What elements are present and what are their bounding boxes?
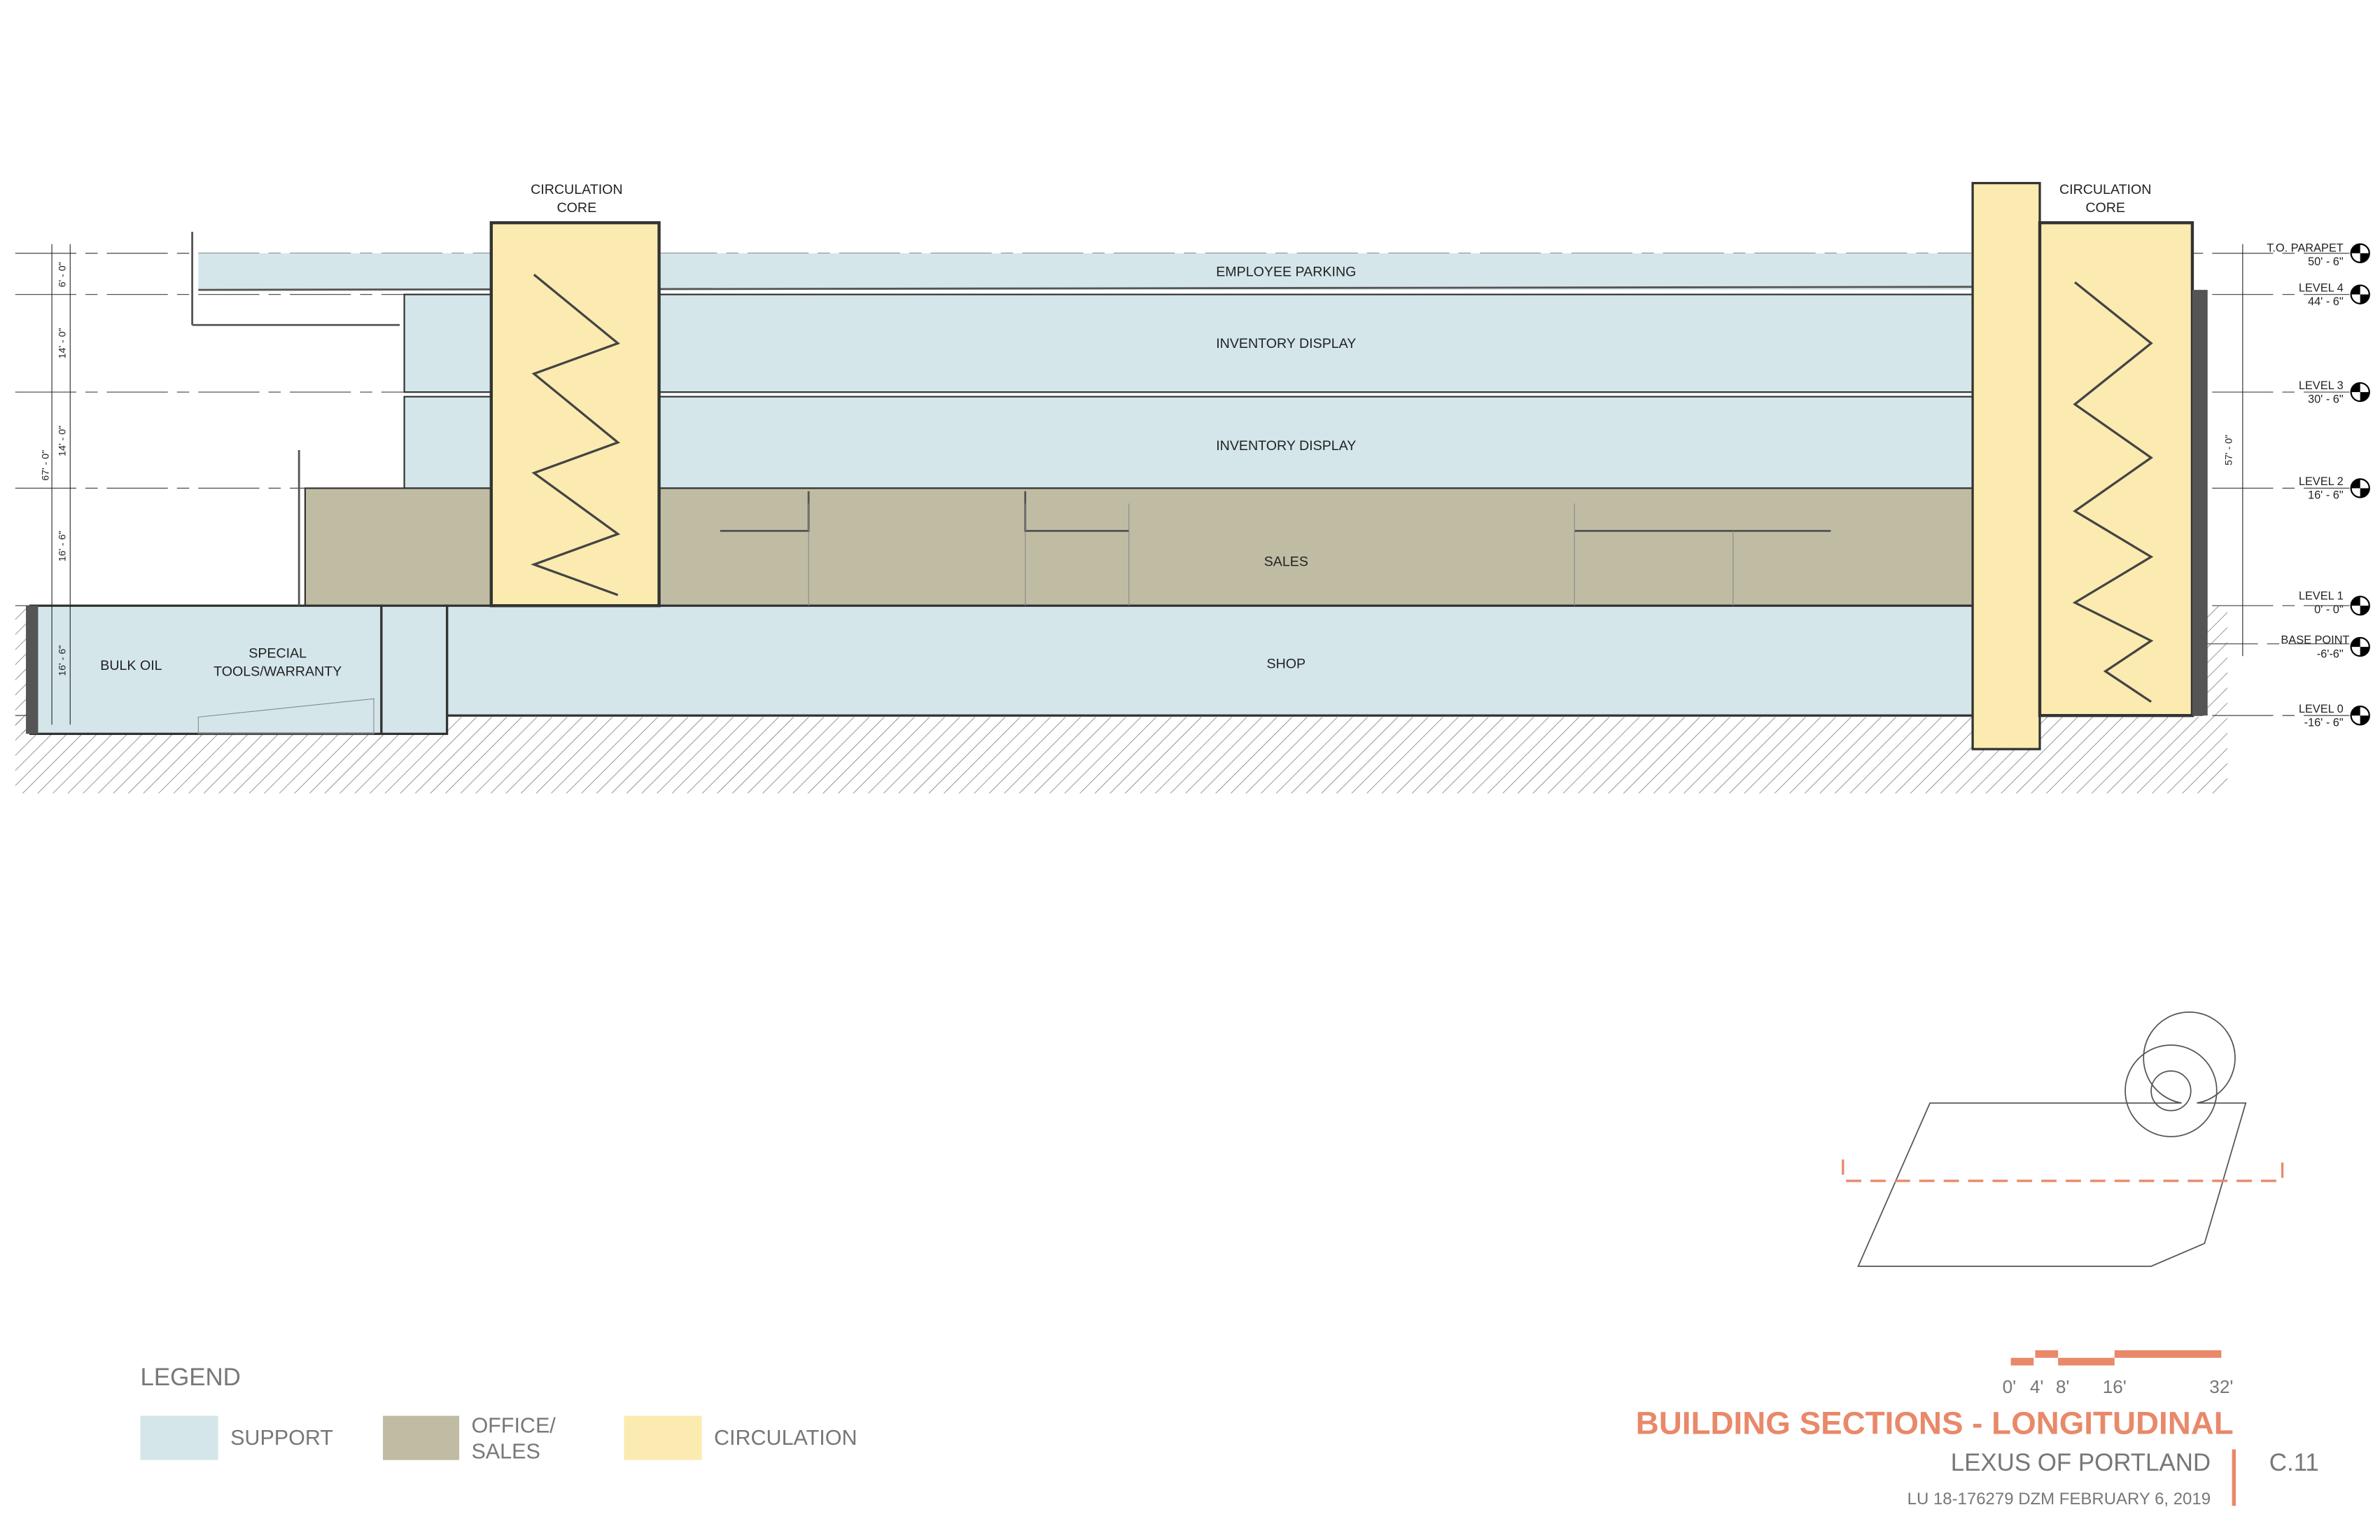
key-plan xyxy=(1842,1011,2284,1267)
support-room xyxy=(380,604,449,735)
special-label-1: SPECIAL xyxy=(248,645,307,661)
svg-text:LEVEL 1: LEVEL 1 xyxy=(2299,590,2344,603)
left-dimension-strings xyxy=(51,244,2244,725)
sheet-title: BUILDING SECTIONS - LONGITUDINAL xyxy=(1636,1406,2234,1441)
right-core-label-2: CORE xyxy=(2085,200,2125,216)
sheet-number: C.11 xyxy=(2269,1449,2319,1476)
scale-tick: 0' xyxy=(2003,1376,2017,1397)
level-marker: LEVEL 0-16' - 6" xyxy=(2299,703,2370,729)
legend-label-office-1: OFFICE/ xyxy=(471,1414,556,1438)
legend-title: LEGEND xyxy=(141,1364,241,1391)
svg-text:BASE POINT: BASE POINT xyxy=(2281,634,2349,647)
dim-2: 14' - 0" xyxy=(57,328,69,358)
svg-text:30' - 6": 30' - 6" xyxy=(2308,393,2344,405)
legend-swatch-circulation xyxy=(624,1415,702,1460)
bulk-oil-label: BULK OIL xyxy=(100,658,162,673)
left-core-label-2: CORE xyxy=(557,200,597,216)
scale-bar xyxy=(2010,1350,2222,1366)
left-core-label-1: CIRCULATION xyxy=(531,182,622,197)
dim-overall: 67' - 0" xyxy=(41,450,52,481)
level-marker: LEVEL 444' - 6" xyxy=(2299,281,2370,308)
svg-text:50' - 6": 50' - 6" xyxy=(2308,255,2344,268)
dim-3: 14' - 0" xyxy=(57,426,69,456)
legend-label-support: SUPPORT xyxy=(230,1426,333,1450)
employee-parking-area xyxy=(198,253,1973,290)
svg-text:44' - 6": 44' - 6" xyxy=(2308,295,2344,308)
scale-tick: 8' xyxy=(2056,1376,2070,1397)
shop-label: SHOP xyxy=(1267,657,1306,672)
level-marker: BASE POINT-6'-6" xyxy=(2281,634,2370,660)
special-label-2: TOOLS/WARRANTY xyxy=(214,664,342,680)
level-marker: LEVEL 330' - 6" xyxy=(2299,379,2370,405)
right-stair xyxy=(2072,281,2154,703)
dim-4: 16' - 6" xyxy=(57,531,69,561)
shop-area xyxy=(445,604,1974,717)
svg-text:LEVEL 3: LEVEL 3 xyxy=(2299,379,2344,392)
right-elevator-shaft xyxy=(1971,181,2041,750)
dim-5: 16' - 6" xyxy=(57,645,69,676)
inventory-display-upper-label: INVENTORY DISPLAY xyxy=(1216,336,1356,351)
bulk-oil-area xyxy=(29,604,383,735)
level-marker: LEVEL 10' - 0" xyxy=(2299,590,2370,616)
svg-text:LEVEL 4: LEVEL 4 xyxy=(2299,281,2344,294)
svg-text:LEVEL 0: LEVEL 0 xyxy=(2299,703,2344,715)
svg-text:0' - 0": 0' - 0" xyxy=(2314,603,2344,616)
submission-info: LU 18-176279 DZM FEBRUARY 6, 2019 xyxy=(1907,1490,2211,1508)
dim-right: 57' - 0" xyxy=(2224,435,2235,465)
legend-label-circulation: CIRCULATION xyxy=(714,1426,857,1450)
legend-swatch-office xyxy=(383,1415,460,1460)
scale-tick: 32' xyxy=(2209,1376,2233,1397)
scale-tick: 4' xyxy=(2030,1376,2044,1397)
employee-parking-label: EMPLOYEE PARKING xyxy=(1216,264,1356,279)
inventory-display-upper-area xyxy=(403,293,1974,393)
title-divider xyxy=(2232,1449,2236,1506)
left-stair xyxy=(531,274,621,596)
scale-tick: 16' xyxy=(2103,1376,2127,1397)
right-circulation-core xyxy=(2038,221,2194,718)
svg-text:16' - 6": 16' - 6" xyxy=(2308,489,2344,502)
left-circulation-core xyxy=(489,221,661,608)
project-name: LEXUS OF PORTLAND xyxy=(1951,1449,2211,1476)
dim-1: 6' - 0" xyxy=(57,262,69,287)
inventory-display-lower-label: INVENTORY DISPLAY xyxy=(1216,438,1356,454)
sales-label: SALES xyxy=(1264,554,1308,570)
svg-text:-6'-6": -6'-6" xyxy=(2317,648,2344,660)
right-core-label-1: CIRCULATION xyxy=(2059,182,2151,197)
legend-label-office-2: SALES xyxy=(471,1440,540,1464)
svg-text:-16' - 6": -16' - 6" xyxy=(2304,716,2344,729)
level-marker: LEVEL 216' - 6" xyxy=(2299,475,2370,502)
legend-swatch-support xyxy=(140,1415,218,1460)
svg-text:T.O. PARAPET: T.O. PARAPET xyxy=(2267,242,2344,255)
svg-text:LEVEL 2: LEVEL 2 xyxy=(2299,475,2344,488)
